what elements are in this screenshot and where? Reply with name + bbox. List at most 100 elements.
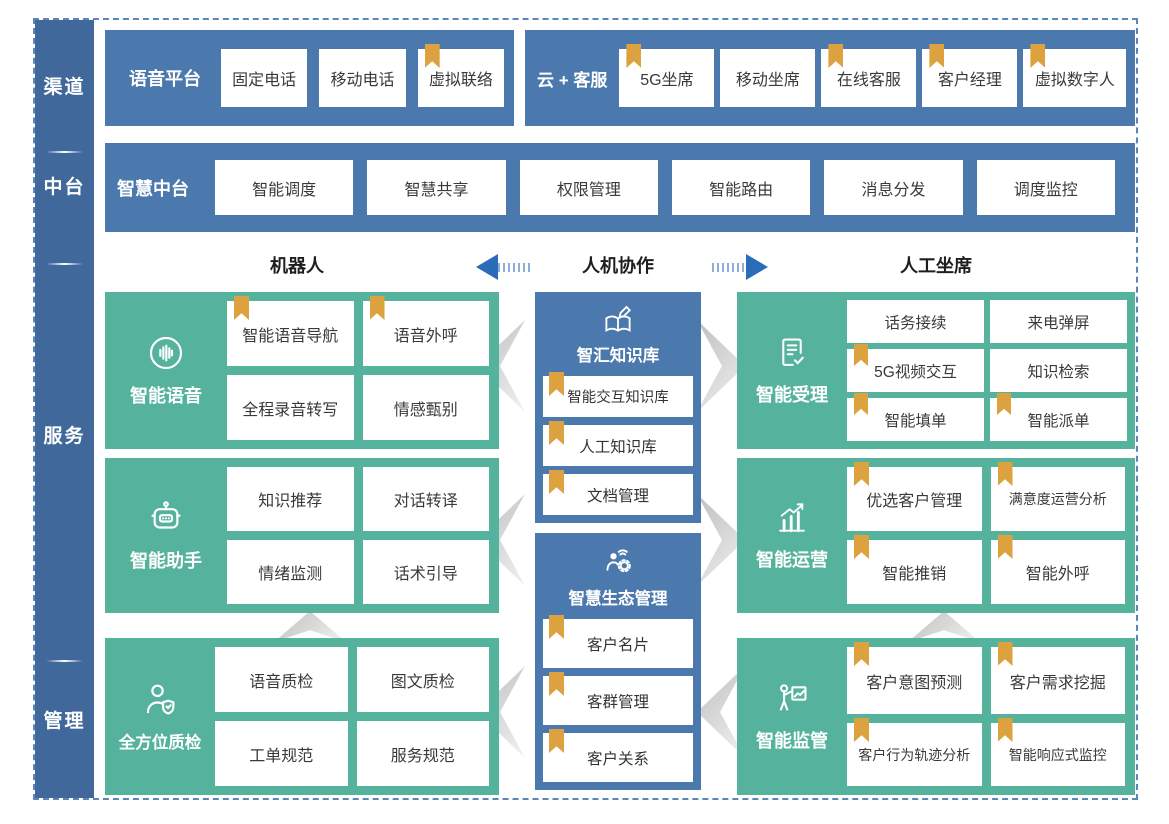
midplatform-item-label: 智能路由 xyxy=(709,181,774,199)
midplatform-item: 消息分发 xyxy=(824,160,963,215)
bookmark-icon xyxy=(997,393,1011,415)
capability-label: 对话转译 xyxy=(393,493,458,510)
collab-item-label: 客群管理 xyxy=(586,693,649,711)
channel-item-label: 移动坐席 xyxy=(735,72,800,89)
channel-item-label: 固定电话 xyxy=(232,72,297,89)
channel-item-label: 5G坐席 xyxy=(640,72,694,89)
knowledge-base-block: 智汇知识库 智能交互知识库 人工知识库 文档管理 xyxy=(535,292,701,523)
channel-item: 虚拟数字人 xyxy=(1023,44,1127,107)
capability-label: 智能推销 xyxy=(882,566,947,583)
capability-label: 语音外呼 xyxy=(393,327,458,345)
capability-item: 智能语音导航 xyxy=(227,296,354,366)
channel-item-label: 在线客服 xyxy=(836,72,901,89)
layer-label-channel: 渠道 xyxy=(43,77,86,98)
capability-item: 语音外呼 xyxy=(362,296,489,366)
channel-item: 移动电话 xyxy=(319,49,406,107)
channel-item-label: 移动电话 xyxy=(330,72,395,89)
bookmark-icon xyxy=(234,296,249,320)
bookmark-icon xyxy=(424,44,440,68)
ecosystem-person-gear-icon xyxy=(606,549,631,573)
capability-item: 服务规范 xyxy=(356,721,489,786)
bookmark-icon xyxy=(626,44,642,68)
capability-item: 5G视频交互 xyxy=(847,344,984,392)
collab-item-label: 客户关系 xyxy=(586,750,649,768)
bookmark-icon xyxy=(549,615,564,639)
capability-label: 客户行为轨迹分析 xyxy=(858,746,971,763)
bookmark-icon xyxy=(369,296,385,320)
block-grid: 话务接续 来电弹屏 5G视频交互 知识检索 智能填单 智能派单 xyxy=(847,292,1135,449)
block-title: 智能助手 xyxy=(130,551,202,571)
document-check-icon xyxy=(782,338,804,366)
bookmark-icon xyxy=(997,535,1013,559)
layer-label-midplatform: 中台 xyxy=(43,177,86,198)
column-title-collaboration: 人机协作 xyxy=(582,256,654,276)
sidebar-divider xyxy=(46,263,83,265)
smart-assistant-block: 智能助手 知识推荐 对话转译 情绪监测 话术引导 xyxy=(105,458,499,613)
collab-item-label: 文档管理 xyxy=(586,487,649,505)
capability-label: 语音质检 xyxy=(249,673,314,691)
midplatform-item: 权限管理 xyxy=(519,160,658,215)
block-grid: 客户意图预测 客户需求挖掘 客户行为轨迹分析 智能响应式监控 xyxy=(847,638,1135,795)
capability-item: 客户需求挖掘 xyxy=(990,642,1125,714)
layer-label-service: 服务 xyxy=(43,426,86,447)
capability-label: 智能响应式监控 xyxy=(1008,746,1107,763)
collab-item: 客户关系 xyxy=(543,729,693,782)
collab-item: 智能交互知识库 xyxy=(543,372,693,417)
block-label: 全方位质检 xyxy=(105,638,215,795)
cloud-service-group: 云 + 客服 5G坐席 移动坐席 在线客服 客户经理 虚拟数字人 xyxy=(525,30,1135,126)
capability-label: 5G视频交互 xyxy=(874,363,957,381)
block-title: 全方位质检 xyxy=(118,734,202,752)
collab-item: 文档管理 xyxy=(543,470,693,515)
layer-label-management: 管理 xyxy=(43,711,86,732)
knowledge-book-icon xyxy=(605,305,632,332)
left-flow-arrow-icon xyxy=(476,254,532,280)
capability-item: 情绪监测 xyxy=(227,540,354,604)
block-title: 智能受理 xyxy=(756,385,828,405)
midplatform-item-label: 智能调度 xyxy=(252,181,317,199)
midplatform-item-label: 权限管理 xyxy=(556,181,621,199)
voice-platform-group: 语音平台 固定电话 移动电话 虚拟联络 xyxy=(105,30,514,126)
midplatform-item-label: 调度监控 xyxy=(1013,181,1078,199)
arrowhead-right xyxy=(746,254,768,280)
smart-acceptance-block: 智能受理 话务接续 来电弹屏 5G视频交互 知识检索 智能填单 智能派单 xyxy=(737,292,1135,449)
capability-item: 智能推销 xyxy=(847,535,982,604)
capability-item: 智能派单 xyxy=(990,393,1127,441)
capability-label: 智能填单 xyxy=(884,412,947,430)
block-label: 智能运营 xyxy=(737,458,847,613)
capability-label: 智能语音导航 xyxy=(242,327,339,345)
bookmark-icon xyxy=(549,729,564,753)
bookmark-icon xyxy=(854,718,869,742)
smart-voice-block: 智能语音 智能语音导航 语音外呼 全程录音转写 情感甄别 xyxy=(105,292,499,449)
voice-wave-icon xyxy=(149,336,183,370)
capability-label: 智能派单 xyxy=(1027,412,1090,430)
capability-label: 全程录音转写 xyxy=(242,401,339,419)
smart-operation-block: 智能运营 优选客户管理 满意度运营分析 智能推销 智能外呼 xyxy=(737,458,1135,613)
collab-item: 人工知识库 xyxy=(543,421,693,466)
capability-label: 满意度运营分析 xyxy=(1008,491,1107,507)
block-label: 智能监管 xyxy=(737,638,847,795)
capability-item: 知识检索 xyxy=(990,349,1127,392)
supervision-icon xyxy=(779,684,807,711)
bookmark-icon xyxy=(854,535,869,559)
capability-item: 知识推荐 xyxy=(227,467,354,531)
quality-inspector-icon xyxy=(146,684,175,715)
block-title: 智慧生态管理 xyxy=(568,590,668,608)
midplatform-item-label: 智慧共享 xyxy=(404,181,469,199)
channel-item-label: 虚拟联络 xyxy=(428,72,493,89)
block-label: 智能受理 xyxy=(737,292,847,449)
channel-item: 移动坐席 xyxy=(720,49,816,107)
capability-label: 情绪监测 xyxy=(258,566,323,583)
collab-item-label: 客户名片 xyxy=(586,636,649,654)
capability-label: 工单规范 xyxy=(249,747,314,765)
capability-item: 来电弹屏 xyxy=(990,300,1127,343)
growth-chart-icon xyxy=(779,503,805,533)
block-title: 智能语音 xyxy=(130,386,202,406)
sidebar-divider xyxy=(46,660,83,662)
bookmark-icon xyxy=(997,642,1013,666)
quality-inspection-block: 全方位质检 语音质检 图文质检 工单规范 服务规范 xyxy=(105,638,499,795)
capability-label: 话务接续 xyxy=(884,314,947,332)
group-title: 智慧中台 xyxy=(117,178,189,199)
block-title: 智能监管 xyxy=(756,731,828,751)
midplatform-item: 智能调度 xyxy=(215,160,354,215)
